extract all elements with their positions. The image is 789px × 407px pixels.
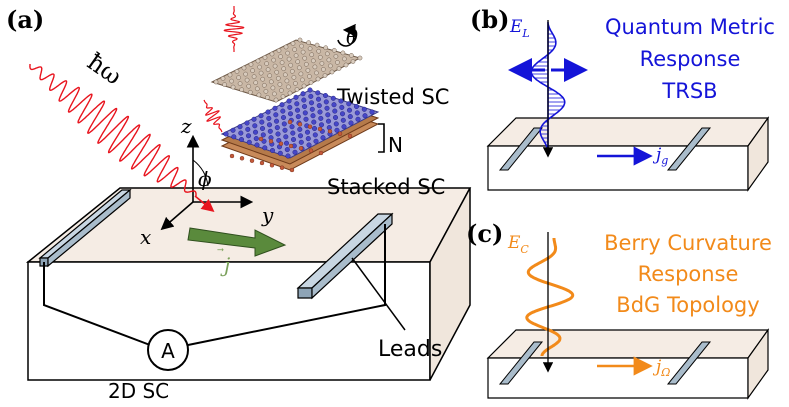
field-b-label: EL	[509, 17, 530, 40]
device-slab	[25, 187, 472, 381]
leads-label: Leads	[378, 337, 442, 362]
twisted-layer	[210, 37, 363, 103]
ammeter: A	[147, 329, 189, 371]
berry-bdg: BdG Topology	[616, 293, 759, 317]
circuit-wire	[43, 224, 386, 346]
panel-b-label: (b)	[470, 5, 510, 34]
stacked-label: Stacked SC	[327, 175, 445, 199]
pulse-top	[223, 6, 245, 52]
quantum-metric-title: Quantum Metric	[605, 15, 775, 39]
current-arrow-a	[187, 227, 287, 257]
axis-y: y	[261, 203, 274, 227]
current-b-label: jg	[652, 145, 668, 167]
photon-wave	[29, 64, 215, 213]
slab-b	[486, 116, 770, 192]
berry-curvature-wave	[525, 232, 575, 373]
berry-title: Berry Curvature	[604, 231, 772, 255]
leads-pointer	[351, 257, 406, 331]
left-lead	[38, 188, 132, 268]
axis-x: x	[140, 225, 151, 249]
n-bracket	[378, 123, 385, 153]
current-a-label: j	[220, 253, 230, 277]
right-lead	[296, 212, 394, 300]
berry-response: Response	[638, 262, 739, 286]
rotation-arrow	[337, 23, 356, 47]
slab-c	[486, 328, 770, 400]
field-c-label: EC	[507, 233, 529, 256]
phi-label: ϕ	[198, 167, 212, 191]
panel-c-label: (c)	[466, 219, 503, 248]
photon-label: ħω	[82, 48, 127, 91]
theta-label: θ	[346, 25, 358, 49]
stacked-layers	[220, 87, 380, 173]
axis-z: z	[180, 114, 192, 138]
panel-a-label: (a)	[6, 5, 44, 34]
quantum-metric-wave	[508, 20, 588, 158]
device-label: 2D SC	[108, 379, 169, 403]
quantum-metric-trsb: TRSB	[661, 79, 717, 103]
current-c-label: jΩ	[652, 357, 670, 379]
quantum-metric-response: Response	[640, 47, 741, 71]
n-label: N	[388, 133, 403, 157]
ammeter-label: A	[161, 339, 175, 363]
pulse-mid	[203, 99, 223, 133]
phi-arc	[192, 159, 209, 187]
